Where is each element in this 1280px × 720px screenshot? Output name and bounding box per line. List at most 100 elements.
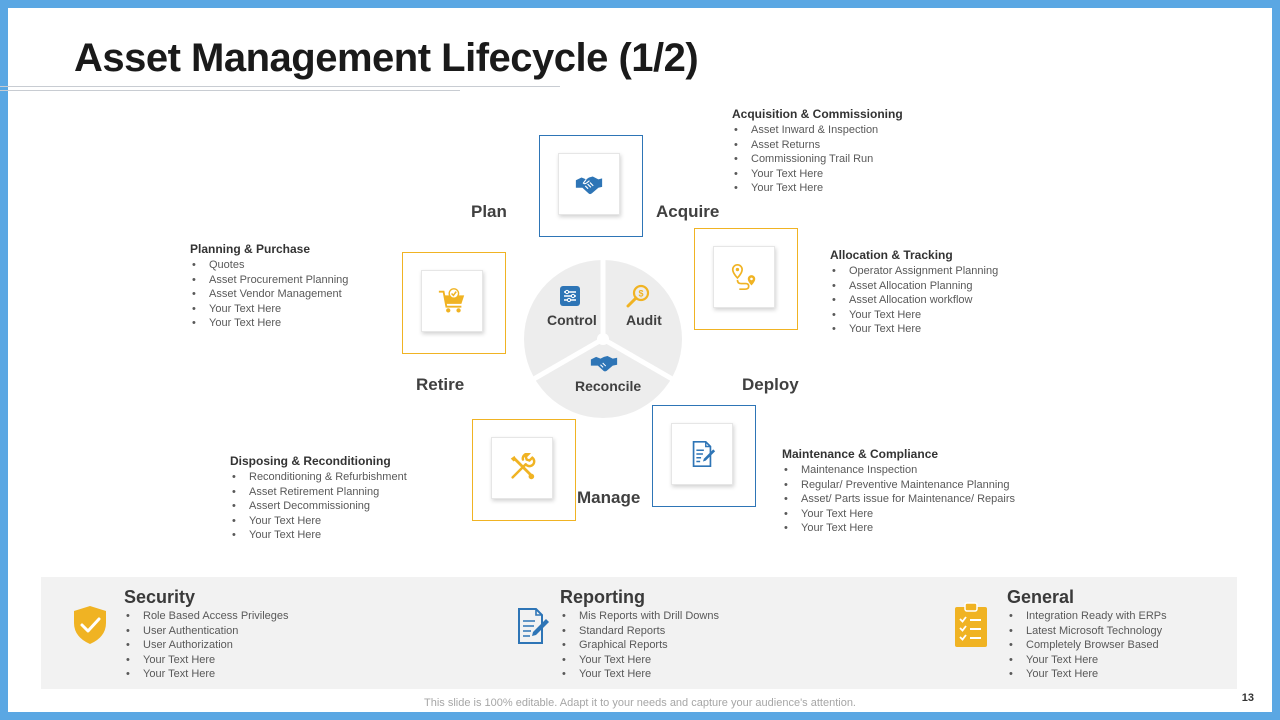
deploy-tile [713, 246, 775, 308]
security-title: Security [124, 587, 196, 607]
handshake-icon [575, 176, 603, 195]
list-item: Your Text Here [124, 667, 289, 682]
general-title: General [1007, 587, 1075, 607]
list-item: Your Text Here [230, 528, 407, 543]
info-disposing: Disposing & Reconditioning Reconditionin… [230, 454, 407, 543]
list-item: Operator Assignment Planning [830, 264, 998, 279]
list-item: Asset Retirement Planning [230, 485, 407, 500]
title-divider-secondary [0, 90, 460, 91]
list-item: Your Text Here [190, 302, 348, 317]
info-list: Asset Inward & Inspection Asset Returns … [732, 123, 903, 196]
list-item: Your Text Here [124, 653, 289, 668]
svg-text:$: $ [638, 289, 643, 299]
shield-check-icon [74, 606, 106, 644]
info-list: Maintenance Inspection Regular/ Preventi… [782, 463, 1015, 536]
cart-icon [438, 288, 465, 313]
acquire-frame [539, 135, 643, 237]
stage-label-plan: Plan [471, 202, 507, 221]
clipboard-check-icon [955, 602, 987, 647]
list-item: Graphical Reports [560, 638, 719, 653]
info-planning: Planning & Purchase Quotes Asset Procure… [190, 242, 348, 331]
info-title: Maintenance & Compliance [782, 447, 939, 461]
retire-tile [491, 437, 553, 499]
footer-note: This slide is 100% editable. Adapt it to… [424, 697, 856, 709]
list-item: Completely Browser Based [1007, 638, 1167, 653]
deploy-frame [694, 228, 798, 330]
list-item: Your Text Here [830, 308, 998, 323]
list-item: Your Text Here [830, 322, 998, 337]
stage-label-manage: Manage [577, 488, 641, 507]
list-item: Asset/ Parts issue for Maintenance/ Repa… [782, 492, 1015, 507]
plan-frame [402, 252, 506, 354]
security-column: Security Role Based Access Privileges Us… [124, 577, 289, 682]
list-item: Your Text Here [230, 514, 407, 529]
wheel-label-audit: Audit [626, 312, 662, 328]
list-item: Assert Decommissioning [230, 499, 407, 514]
info-title: Acquisition & Commissioning [732, 107, 903, 121]
list-item: Your Text Here [1007, 667, 1167, 682]
reporting-title: Reporting [560, 587, 645, 607]
handshake-small-icon [590, 356, 618, 372]
document-edit-icon [692, 440, 716, 468]
plan-tile [421, 270, 483, 332]
list-item: Asset Allocation workflow [830, 293, 998, 308]
magnifier-coin-icon: $ [626, 284, 650, 308]
retire-frame [472, 419, 576, 521]
list-item: Your Text Here [560, 653, 719, 668]
list-item: Commissioning Trail Run [732, 152, 903, 167]
location-route-icon [731, 263, 756, 291]
info-allocation: Allocation & Tracking Operator Assignmen… [830, 248, 998, 337]
list-item: Asset Vendor Management [190, 287, 348, 302]
info-title: Allocation & Tracking [830, 248, 953, 262]
list-item: User Authentication [124, 624, 289, 639]
list-item: Your Text Here [732, 181, 903, 196]
general-column: General Integration Ready with ERPs Late… [1007, 577, 1167, 682]
list-item: Asset Returns [732, 138, 903, 153]
general-list: Integration Ready with ERPs Latest Micro… [1007, 609, 1167, 682]
stage-label-deploy: Deploy [742, 375, 799, 394]
list-item: Role Based Access Privileges [124, 609, 289, 624]
list-item: Reconditioning & Refurbishment [230, 470, 407, 485]
list-item: Asset Allocation Planning [830, 279, 998, 294]
info-title: Disposing & Reconditioning [230, 454, 391, 468]
list-item: Latest Microsoft Technology [1007, 624, 1167, 639]
list-item: Integration Ready with ERPs [1007, 609, 1167, 624]
manage-frame [652, 405, 756, 507]
reporting-list: Mis Reports with Drill Downs Standard Re… [560, 609, 719, 682]
title-divider [0, 86, 560, 87]
list-item: Asset Procurement Planning [190, 273, 348, 288]
info-title: Planning & Purchase [190, 242, 311, 256]
list-item: Quotes [190, 258, 348, 273]
info-maintenance: Maintenance & Compliance Maintenance Ins… [782, 447, 1015, 536]
acquire-tile [558, 153, 620, 215]
page-number: 13 [1241, 692, 1254, 704]
list-item: Your Text Here [1007, 653, 1167, 668]
center-wheel [524, 260, 682, 418]
stage-label-acquire: Acquire [656, 202, 720, 221]
list-item: User Authorization [124, 638, 289, 653]
tools-icon [510, 453, 536, 480]
list-item: Your Text Here [732, 167, 903, 182]
manage-tile [671, 423, 733, 485]
security-list: Role Based Access Privileges User Authen… [124, 609, 289, 682]
wheel-label-reconcile: Reconcile [575, 378, 642, 394]
page-title: Asset Management Lifecycle (1/2) [74, 36, 699, 80]
list-item: Your Text Here [190, 316, 348, 331]
info-list: Quotes Asset Procurement Planning Asset … [190, 258, 348, 331]
wheel-label-control: Control [547, 312, 597, 328]
reporting-column: Reporting Mis Reports with Drill Downs S… [560, 577, 719, 682]
list-item: Mis Reports with Drill Downs [560, 609, 719, 624]
stage-label-retire: Retire [416, 375, 465, 394]
info-list: Operator Assignment Planning Asset Alloc… [830, 264, 998, 337]
list-item: Your Text Here [782, 507, 1015, 522]
list-item: Maintenance Inspection [782, 463, 1015, 478]
info-list: Reconditioning & Refurbishment Asset Ret… [230, 470, 407, 543]
list-item: Standard Reports [560, 624, 719, 639]
list-item: Your Text Here [560, 667, 719, 682]
list-item: Asset Inward & Inspection [732, 123, 903, 138]
list-item: Regular/ Preventive Maintenance Planning [782, 478, 1015, 493]
sliders-icon [560, 286, 580, 306]
features-band: Security Role Based Access Privileges Us… [41, 577, 1237, 689]
report-icon [518, 608, 549, 644]
slide: Asset Management Lifecycle (1/2) [0, 8, 1272, 712]
